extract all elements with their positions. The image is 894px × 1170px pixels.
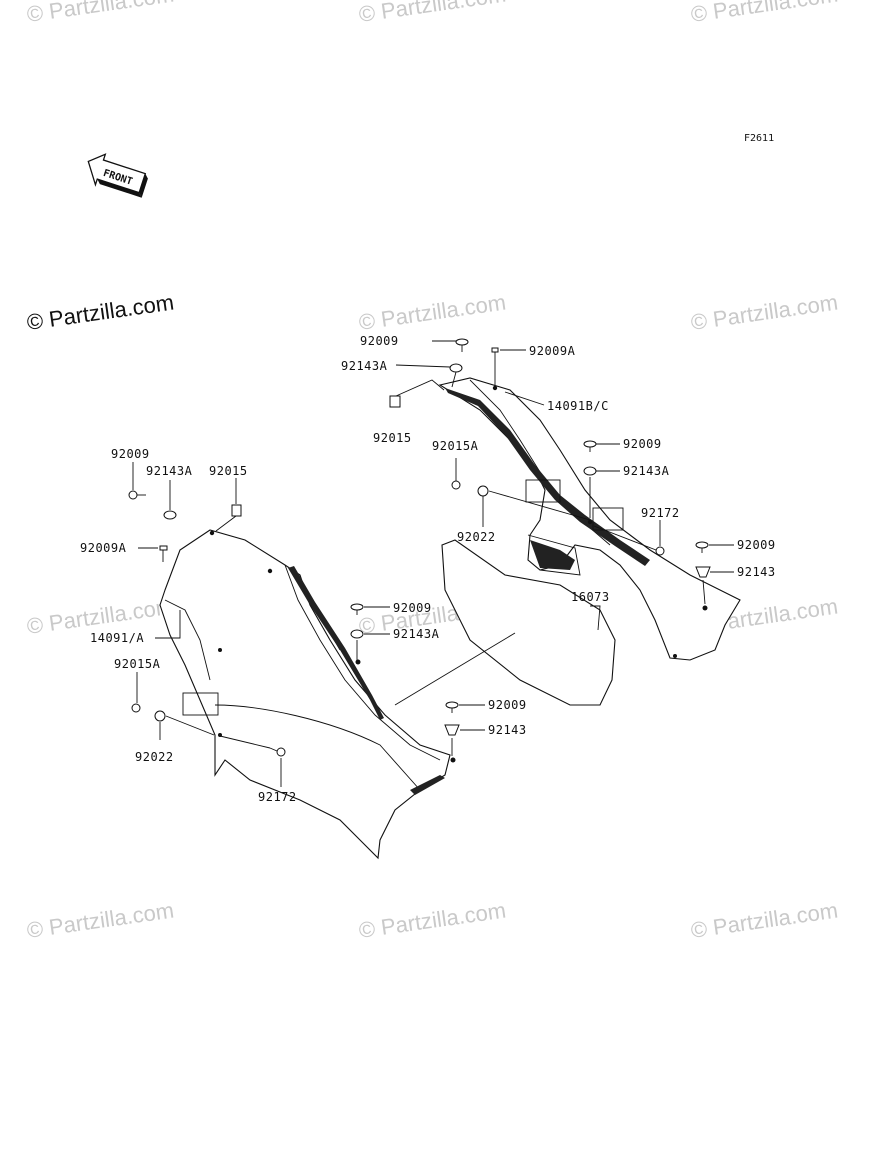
watermark-main: © Partzilla.com (25, 290, 175, 335)
bolt-icon (276, 747, 286, 757)
washer-icon (449, 363, 463, 373)
watermark-text: © Partzilla.com (689, 290, 839, 335)
watermark-text: © Partzilla.com (25, 898, 175, 943)
bolt-icon (350, 603, 364, 611)
watermark-text: © Partzilla.com (25, 0, 175, 27)
center-labels: 92009 92143A 16073 92009 92143 (393, 590, 610, 737)
inner-panel-16073 (441, 539, 616, 706)
bolt-icon (695, 541, 709, 549)
bolt-icon (455, 338, 469, 346)
part-label: 92015 (209, 464, 248, 478)
watermark-text: © Partzilla.com (357, 290, 507, 335)
part-label: 92009 (393, 601, 432, 615)
washer-icon (583, 466, 597, 476)
grommet-icon (444, 724, 460, 736)
bolt-icon (583, 440, 597, 448)
part-label: 14091/A (90, 631, 144, 645)
part-label: 92172 (258, 790, 297, 804)
part-label: 92009A (80, 541, 127, 555)
watermark-text: © Partzilla.com (689, 898, 839, 943)
left-fairing-14091-a (159, 529, 456, 860)
center-hardware (350, 603, 460, 736)
clip-icon (389, 395, 401, 408)
bolt-icon (445, 701, 459, 709)
washer-icon (163, 510, 177, 520)
front-arrow-icon: FRONT (87, 153, 148, 198)
part-label: 92009 (360, 334, 399, 348)
part-label: 92009 (488, 698, 527, 712)
left-labels: 92009 92143A 92015 92009A 14091/A 92015A… (80, 447, 297, 804)
right-hardware (389, 338, 711, 578)
part-label: 14091B/C (547, 399, 609, 413)
part-label: 16073 (571, 590, 610, 604)
part-label: 92009 (111, 447, 150, 461)
part-label: 92022 (457, 530, 496, 544)
part-label: 92009A (529, 344, 576, 358)
screw-icon (491, 347, 499, 353)
figure-number: F2611 (744, 133, 774, 144)
left-hardware (128, 490, 286, 757)
right-labels: 92009 92009A 92143A 14091B/C 92015 92015… (341, 334, 776, 579)
part-label: 92015 (373, 431, 412, 445)
part-label: 92143A (623, 464, 670, 478)
part-label: 92143 (737, 565, 776, 579)
washer-icon (154, 710, 166, 722)
part-label: 92143A (393, 627, 440, 641)
part-label: 92143A (146, 464, 193, 478)
clip-icon (231, 504, 242, 517)
nut-icon (131, 703, 141, 713)
part-label: 92022 (135, 750, 174, 764)
washer-icon (477, 485, 489, 497)
part-label: 92143 (488, 723, 527, 737)
part-label: 92015A (114, 657, 161, 671)
watermark-text: © Partzilla.com (357, 898, 507, 943)
part-label: 92172 (641, 506, 680, 520)
watermark-text: © Partzilla.com (357, 0, 507, 27)
nut-icon (451, 480, 461, 490)
watermark-text: © Partzilla.com (689, 0, 839, 27)
bolt-icon (655, 546, 665, 556)
bolt-icon (128, 490, 138, 500)
part-label: 92009 (623, 437, 662, 451)
part-label: 92009 (737, 538, 776, 552)
grommet-icon (695, 566, 711, 578)
leader-lines (132, 340, 734, 787)
screw-icon (159, 545, 168, 551)
right-fairing-14091-bc (438, 377, 741, 661)
part-label: 92143A (341, 359, 388, 373)
washer-icon (350, 629, 364, 639)
part-label: 92015A (432, 439, 479, 453)
